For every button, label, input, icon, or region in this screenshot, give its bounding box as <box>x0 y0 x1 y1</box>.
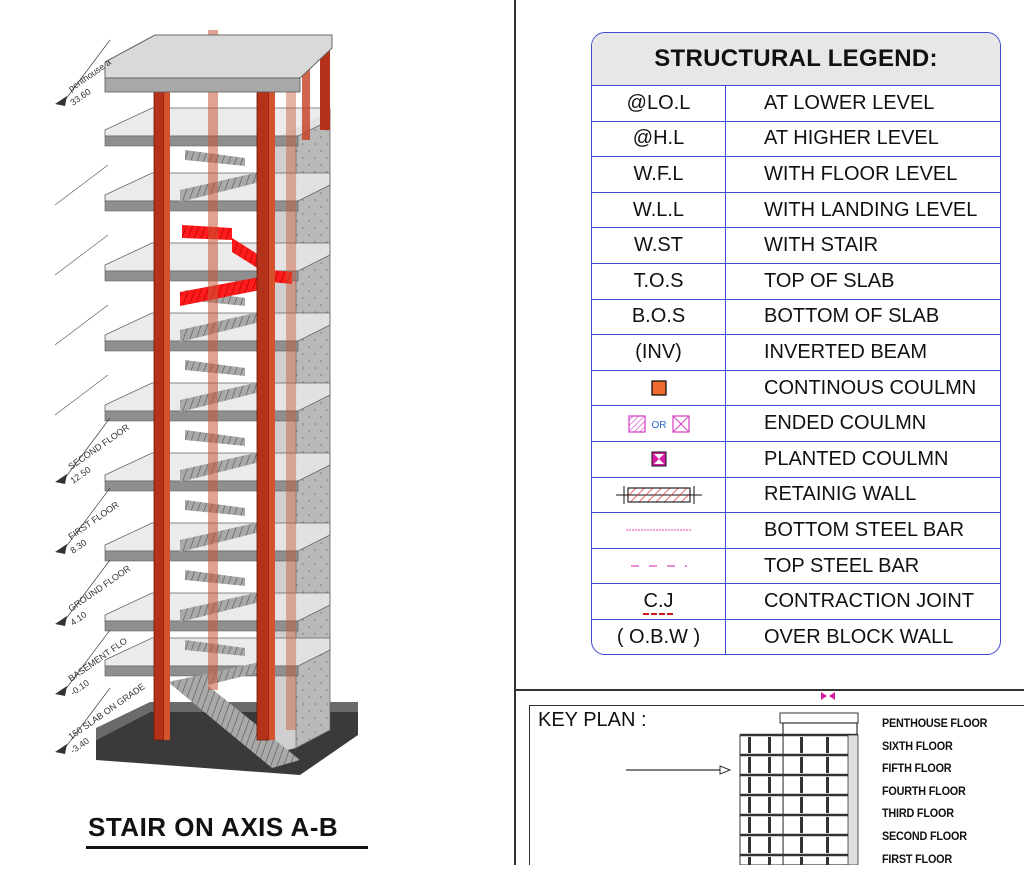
stair-flight <box>180 590 268 622</box>
legend-description: OVER BLOCK WALL <box>764 626 954 649</box>
legend-row: T.O.S TOP OF SLAB <box>592 263 1000 300</box>
legend-description: CONTINOUS COULMN <box>764 376 977 399</box>
legend-description: ENDED COULMN <box>764 412 927 435</box>
legend-row: @LO.L AT LOWER LEVEL <box>592 86 1000 122</box>
legend-row: (INV) INVERTED BEAM <box>592 335 1000 371</box>
legend-code: ( O.B.W ) <box>592 619 726 654</box>
key-plan-frame <box>529 705 1024 865</box>
key-plan-floor-label: SECOND FLOOR <box>882 828 967 843</box>
key-plan-floor-label: FIRST FLOOR <box>882 851 953 866</box>
legend-row: OR ENDED COULMN <box>592 406 1000 442</box>
legend-row: @H.L AT HIGHER LEVEL <box>592 121 1000 158</box>
legend-row: PLANTED COULMN <box>592 441 1000 478</box>
key-plan-floor-list: PENTHOUSE FLOOR SIXTH FLOOR FIFTH FLOOR FOU… <box>882 716 999 874</box>
level-label: SECOND FLOOR <box>66 422 131 472</box>
key-plan-floor-label: SIXTH FLOOR <box>882 738 953 753</box>
legend-code: W.L.L <box>592 192 726 228</box>
legend-description: AT LOWER LEVEL <box>764 91 935 114</box>
planted-column-icon <box>592 441 726 477</box>
level-marker-icon <box>55 544 67 554</box>
legend-row: W.L.L WITH LANDING LEVEL <box>592 192 1000 229</box>
legend-description: WITH LANDING LEVEL <box>764 198 978 221</box>
stair-flight <box>180 520 268 552</box>
top-steel-bar-icon <box>592 548 726 584</box>
roof-slab <box>104 34 333 93</box>
level-marker-icon <box>55 744 67 754</box>
legend-code: @LO.L <box>592 86 726 121</box>
legend-description: RETAINIG WALL <box>764 483 917 506</box>
key-plan-divider <box>514 689 1024 691</box>
level-marker-icon <box>55 96 67 106</box>
level-label: FIRST FLOOR <box>66 499 121 542</box>
stair-flight <box>180 310 268 342</box>
key-plan-floor-label: THIRD FLOOR <box>882 806 954 821</box>
stair-flight <box>180 450 268 482</box>
legend-description: WITH STAIR <box>764 234 879 257</box>
legend-row: W.ST WITH STAIR <box>592 228 1000 264</box>
legend-description: BOTTOM OF SLAB <box>764 305 940 328</box>
retaining-wall-icon <box>592 477 726 513</box>
legend-row: BOTTOM STEEL BAR <box>592 513 1000 549</box>
key-plan-floor-label: FOURTH FLOOR <box>882 783 966 798</box>
legend-row: W.F.L WITH FLOOR LEVEL <box>592 157 1000 193</box>
legend-rows: @LO.L AT LOWER LEVEL @H.L AT HIGHER LEVEL W.… <box>592 86 1000 654</box>
key-plan-label: KEY PLAN : <box>538 709 647 731</box>
legend-code: B.O.S <box>592 299 726 335</box>
legend-description: TOP OF SLAB <box>764 269 895 292</box>
columns <box>153 30 330 741</box>
legend-row: C.J CONTRACTION JOINT <box>592 584 1000 620</box>
structural-legend: STRUCTURAL LEGEND: @LO.L AT LOWER LEVEL @H… <box>591 32 1001 655</box>
sheet-divider <box>514 0 516 865</box>
stair-flight <box>180 170 268 202</box>
legend-row: TOP STEEL BAR <box>592 548 1000 585</box>
legend-code: C.J <box>592 584 726 619</box>
legend-code: W.ST <box>592 228 726 263</box>
legend-row: ( O.B.W ) OVER BLOCK WALL <box>592 619 1000 654</box>
level-marker-icon <box>55 474 67 484</box>
continuous-column-icon <box>592 370 726 406</box>
legend-description: INVERTED BEAM <box>764 340 927 363</box>
key-plan-floor-label: PENTHOUSE FLOOR <box>882 716 988 730</box>
ended-column-icon: OR <box>592 406 726 441</box>
legend-row: RETAINIG WALL <box>592 477 1000 514</box>
legend-description: CONTRACTION JOINT <box>764 590 974 613</box>
stair-flights <box>168 150 300 768</box>
legend-description: WITH FLOOR LEVEL <box>764 162 958 185</box>
penthouse-level-tag: penthouse a33.60 <box>55 39 113 108</box>
key-plan-elevation <box>626 712 859 865</box>
stair-flight <box>180 380 268 412</box>
basement-stair-flight <box>168 676 300 768</box>
view-title: STAIR ON AXIS A-B <box>88 812 339 842</box>
key-plan-section-marker-icon <box>821 692 835 700</box>
legend-title: STRUCTURAL LEGEND: <box>592 33 1000 86</box>
legend-description: PLANTED COULMN <box>764 447 949 470</box>
bottom-steel-bar-icon <box>592 513 726 548</box>
legend-description: TOP STEEL BAR <box>764 554 920 577</box>
legend-code: T.O.S <box>592 263 726 299</box>
legend-code: @H.L <box>592 121 726 157</box>
level-marker-icon <box>55 686 67 696</box>
level-marker-icon <box>55 616 67 626</box>
level-label: GROUND FLOOR <box>66 563 132 614</box>
legend-description: BOTTOM STEEL BAR <box>764 518 965 541</box>
legend-code: W.F.L <box>592 157 726 192</box>
legend-row: CONTINOUS COULMN <box>592 370 1000 407</box>
legend-description: AT HIGHER LEVEL <box>764 127 939 150</box>
svg-text:OR: OR <box>651 420 666 431</box>
legend-row: B.O.S BOTTOM OF SLAB <box>592 299 1000 336</box>
legend-code: (INV) <box>592 335 726 370</box>
view-title-underline <box>86 846 368 849</box>
key-plan-floor-label: FIFTH FLOOR <box>882 761 952 776</box>
